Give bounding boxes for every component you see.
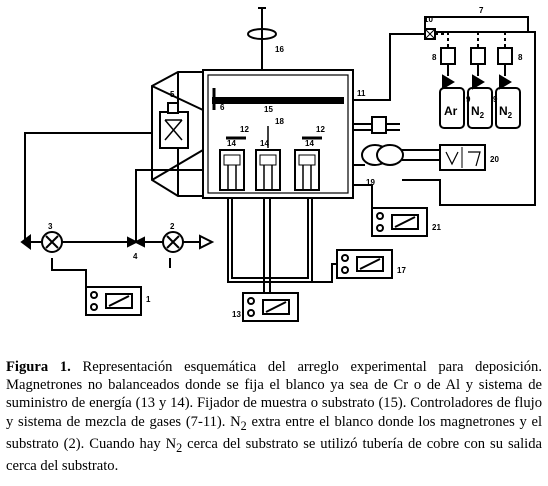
- label-3: 3: [48, 222, 53, 231]
- caption-sub-1: 2: [240, 418, 247, 433]
- label-12b: 12: [316, 125, 325, 134]
- power-supply-21: [371, 207, 428, 237]
- label-13: 13: [232, 310, 241, 319]
- label-2: 2: [170, 222, 175, 231]
- magnetron-right: [294, 149, 320, 191]
- rotation-ring: [247, 28, 277, 40]
- power-supply-17: [336, 249, 393, 279]
- flow-controller-7: [424, 16, 529, 33]
- gas-label-n2-b: N: [499, 104, 508, 118]
- label-18: 18: [275, 117, 284, 126]
- caption-text-3: cerca del substrato se utilizó tubería d…: [6, 436, 542, 475]
- label-5: 5: [170, 90, 175, 99]
- label-21: 21: [432, 223, 441, 232]
- label-11: 11: [357, 89, 366, 98]
- experimental-setup-diagram: 1 2 3 4 5 6 7 8 8 9 9 10 11 12 12 13 14 …: [20, 6, 536, 322]
- label-20: 20: [490, 155, 499, 164]
- gas-cylinder-n2-b: [495, 47, 521, 129]
- caption-text-1: Representación esquemática del arreglo e…: [6, 358, 542, 430]
- svg-text:N2: N2: [471, 104, 485, 120]
- label-14c: 14: [305, 139, 314, 148]
- label-15: 15: [264, 105, 273, 114]
- label-10: 10: [424, 15, 433, 24]
- magnetron-left: [219, 149, 245, 191]
- power-supply-1: [85, 286, 142, 316]
- label-9a: 9: [466, 95, 471, 104]
- caption-sub-2: 2: [176, 441, 183, 456]
- label-8a: 8: [432, 53, 437, 62]
- label-19: 19: [366, 178, 375, 187]
- svg-text:N2: N2: [499, 104, 513, 120]
- substrate-holder: [212, 97, 344, 104]
- figure-caption: Figura 1. Representación esquemática del…: [6, 358, 542, 476]
- gas-label-n2-a-sub: 2: [480, 111, 485, 120]
- label-9b: 9: [493, 95, 498, 104]
- label-4: 4: [133, 252, 138, 261]
- label-1: 1: [146, 295, 151, 304]
- label-17: 17: [397, 266, 406, 275]
- label-7: 7: [479, 6, 484, 15]
- label-8b: 8: [518, 53, 523, 62]
- caption-text-2: extra entre el blanco donde los magnetro…: [6, 413, 542, 453]
- label-16: 16: [275, 45, 284, 54]
- gas-cylinder-n2-a: [467, 47, 493, 129]
- caption-label: Figura 1.: [6, 358, 71, 375]
- magnetron-center: [255, 149, 281, 191]
- power-supply-13: [242, 292, 299, 322]
- label-12a: 12: [240, 125, 249, 134]
- gas-label-n2-a: N: [471, 104, 480, 118]
- label-6: 6: [220, 103, 225, 112]
- gas-cylinder-ar: [439, 47, 465, 129]
- label-14a: 14: [227, 139, 236, 148]
- gas-label-n2-b-sub: 2: [508, 111, 513, 120]
- label-14b: 14: [260, 139, 269, 148]
- gas-label-ar: Ar: [444, 104, 458, 118]
